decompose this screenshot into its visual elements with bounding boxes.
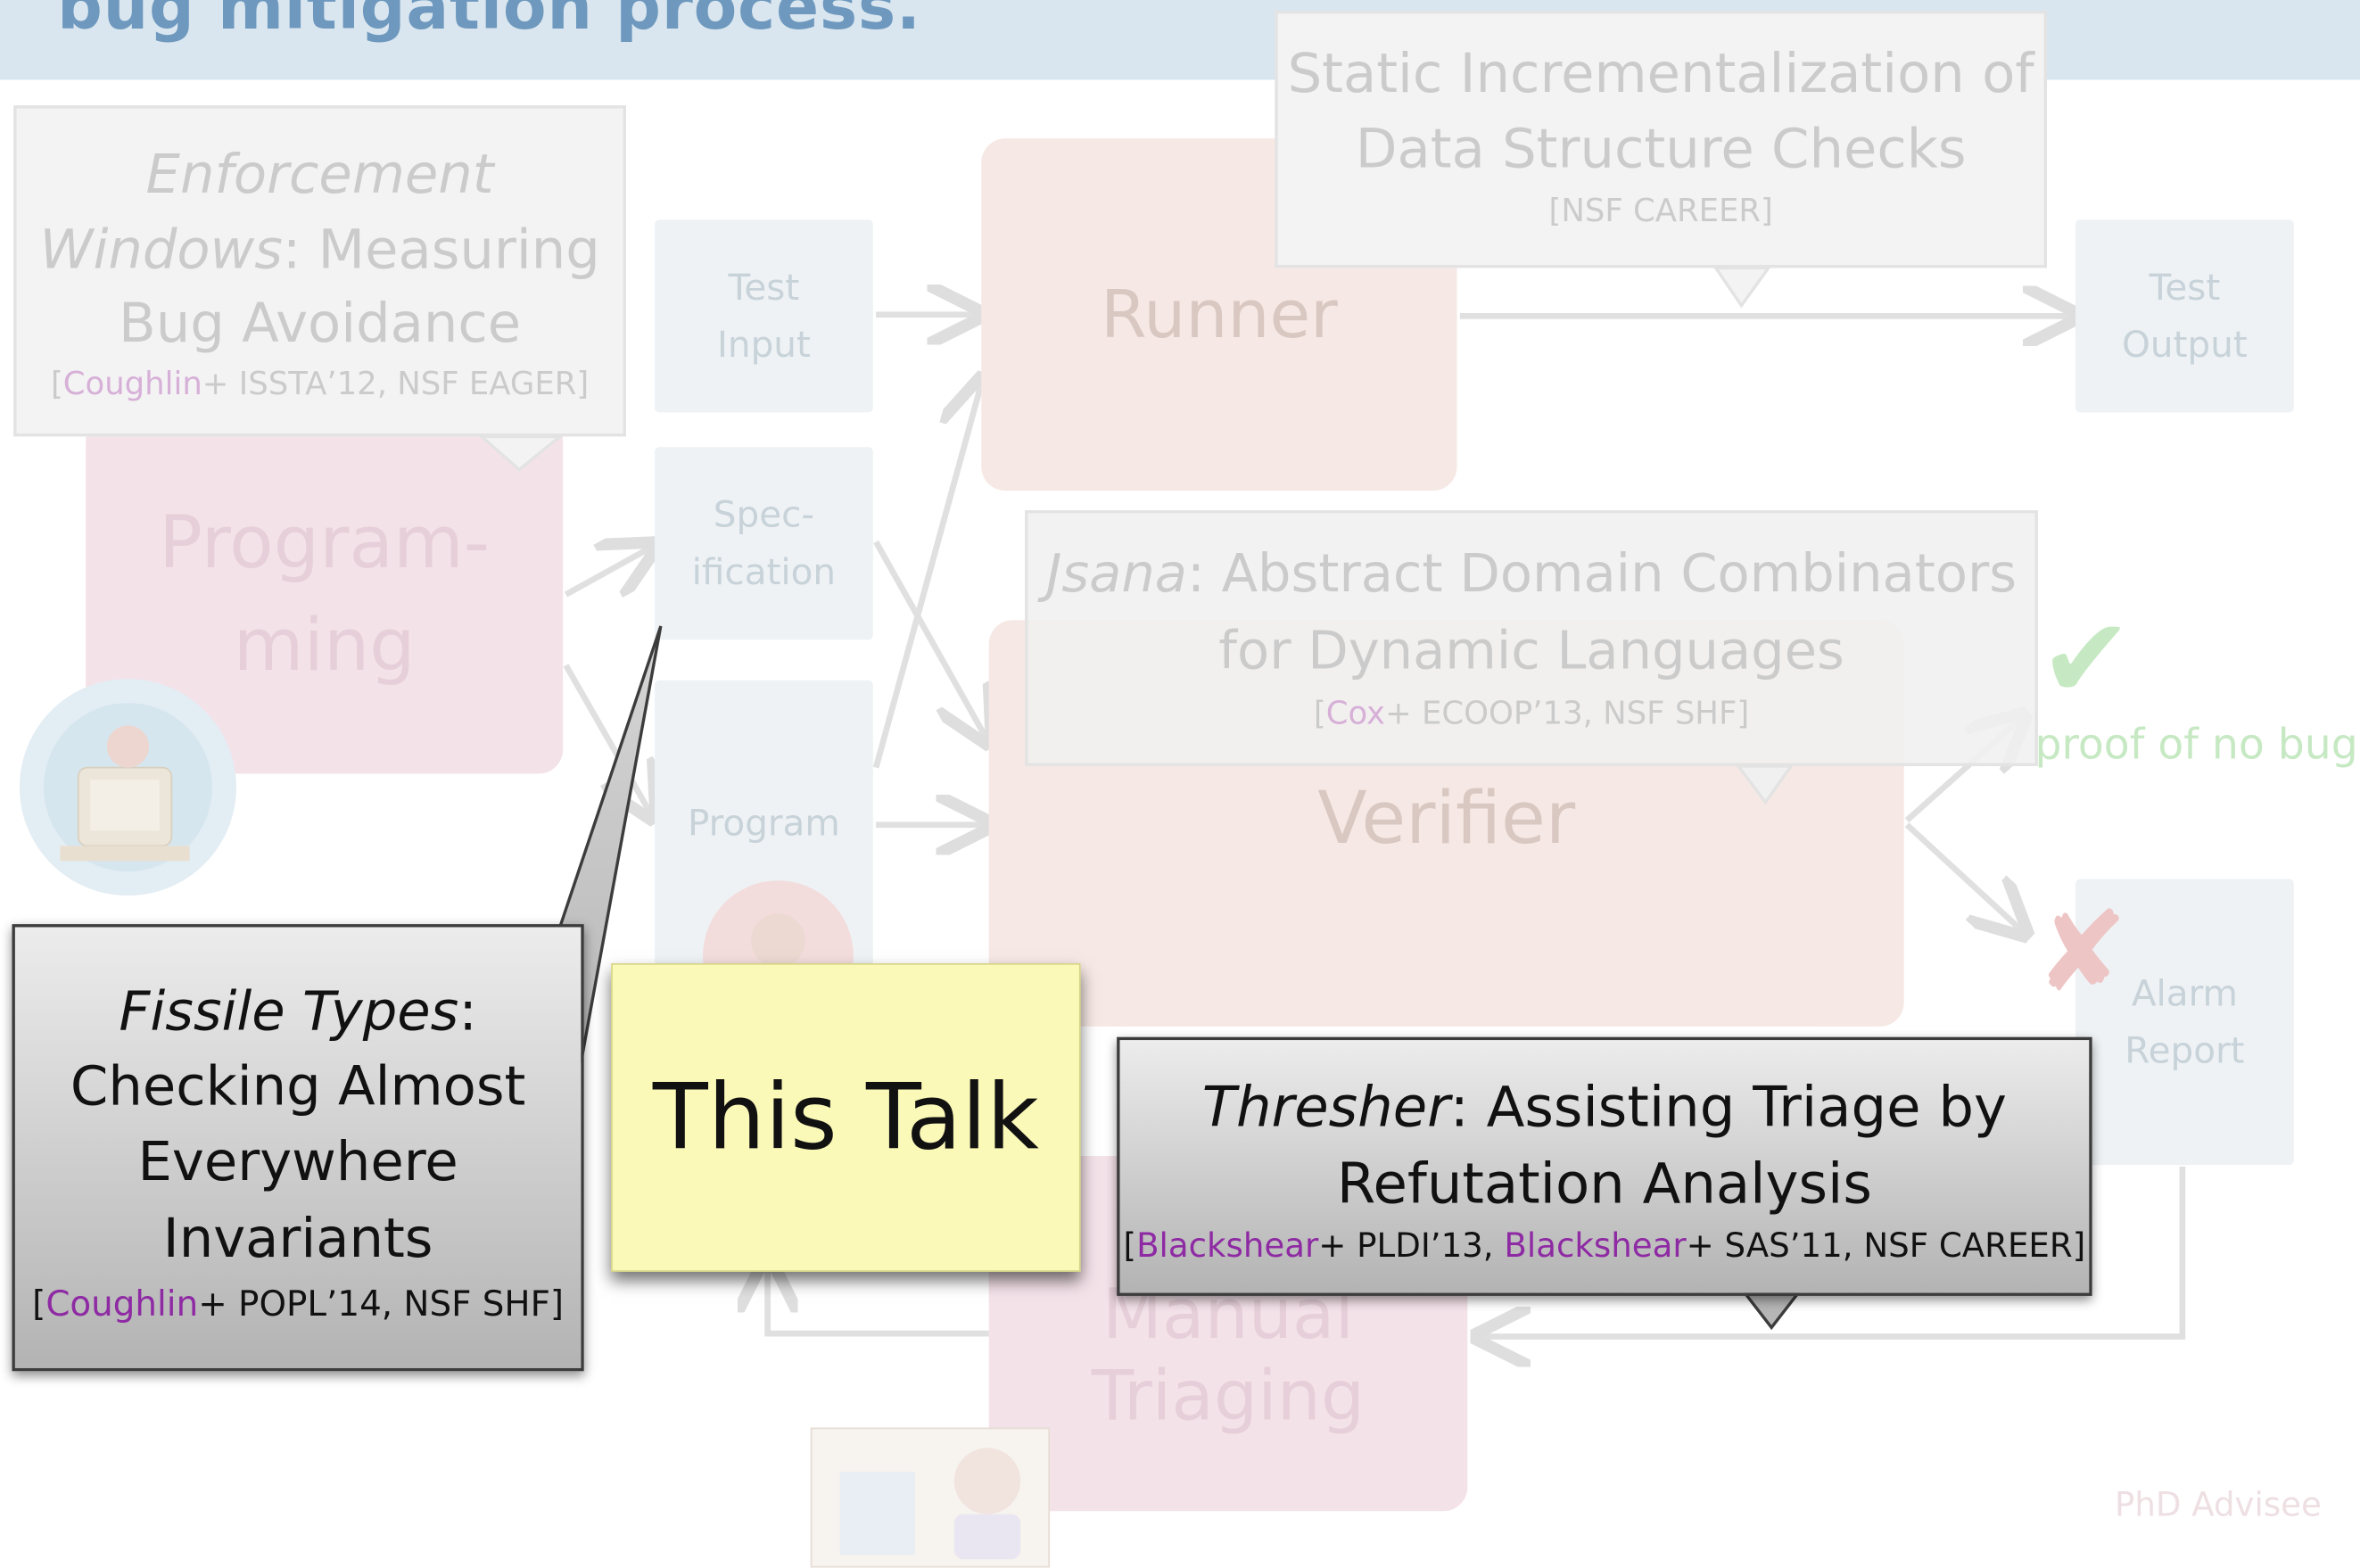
arrow-alarm-triaging — [1482, 1166, 2186, 1337]
cite-author-2: Blackshear — [1504, 1227, 1687, 1266]
static-citation: [NSF CAREER] — [1548, 192, 1773, 229]
thresher-pointer — [1743, 1292, 1801, 1331]
fissile-colon: : — [458, 980, 477, 1043]
cite-venue-2: + SAS’11, NSF CAREER] — [1686, 1227, 2086, 1266]
jsana-name: Jsana — [1045, 544, 1187, 606]
manual-label-line2: Triaging — [1091, 1354, 1366, 1436]
cite-bracket: [ — [50, 366, 63, 402]
cite-author-1: Blackshear — [1136, 1227, 1319, 1266]
thresher-name: Thresher — [1201, 1074, 1450, 1140]
enforcement-measuring-text: : Measuring — [282, 219, 600, 282]
programming-label-line2: ming — [233, 602, 416, 688]
test-input-box: Test Input — [655, 219, 873, 413]
phd-advisee-label: PhD Advisee — [2114, 1487, 2322, 1525]
jsana-callout: Jsana: Abstract Domain Combinators for D… — [1025, 510, 2038, 766]
verifier-label: Verifier — [1317, 776, 1576, 862]
specification-line1: Spec- — [713, 492, 815, 536]
jsana-title-line1: Jsana: Abstract Domain Combinators — [1046, 537, 2017, 614]
cite-author: Coughlin — [62, 366, 202, 402]
cite-venue: + POPL’14, NSF SHF] — [198, 1285, 565, 1325]
test-input-line1: Test — [728, 266, 800, 309]
enforcement-pointer — [477, 434, 565, 472]
fissile-title-line3: Everywhere — [137, 1132, 458, 1194]
check-mark-icon: ✔ — [2039, 594, 2133, 724]
arrow-spec-verifier — [873, 540, 986, 738]
specification-box: Spec- ification — [655, 447, 873, 640]
cite-bracket: [ — [32, 1285, 46, 1325]
jsana-citation: [Cox+ ECOOP’13, NSF SHF] — [1314, 690, 1749, 736]
thresher-title-rest: : Assisting Triage by — [1449, 1074, 2007, 1140]
fissile-citation: [Coughlin+ POPL’14, NSF SHF] — [32, 1281, 564, 1329]
arrow-programming-program — [563, 664, 651, 813]
runner-box: Runner — [981, 138, 1457, 491]
programming-label-line1: Program- — [159, 501, 491, 586]
proof-of-no-bug-label: proof of no bug — [2034, 719, 2358, 770]
static-incrementalization-callout: Static Incrementalization of Data Struct… — [1275, 10, 2047, 268]
cite-author: Coughlin — [45, 1285, 199, 1325]
alarm-report-line1: Alarm — [2131, 971, 2238, 1014]
cite-venue: + ISSTA’12, NSF EAGER] — [202, 366, 590, 402]
jsana-title-rest: : Abstract Domain Combinators — [1186, 544, 2018, 606]
cross-mark-icon: ✘ — [2034, 887, 2129, 1018]
arrow-triaging-programming — [768, 1265, 989, 1337]
cite-author: Cox — [1325, 694, 1386, 731]
analyzer-mascot-icon — [703, 880, 854, 971]
cite-venue-1: + PLDI’13, — [1318, 1227, 1505, 1266]
this-talk-label: This Talk — [652, 1064, 1039, 1171]
test-output-line2: Output — [2122, 323, 2248, 367]
programmer-mascot-icon — [19, 679, 236, 896]
enforcement-title-line1: Enforcement — [145, 144, 494, 207]
fissile-types-callout: Fissile Types: Checking Almost Everywher… — [12, 924, 584, 1372]
thresher-citation: [Blackshear+ PLDI’13, Blackshear+ SAS’11… — [1124, 1225, 2086, 1270]
enforcement-windows-word: Windows — [39, 219, 283, 282]
fissile-title-line2: Checking Almost — [70, 1056, 526, 1118]
jsana-pointer — [1735, 764, 1795, 805]
thresher-title-line1: Thresher: Assisting Triage by — [1202, 1069, 2007, 1145]
enforcement-citation: [Coughlin+ ISSTA’12, NSF EAGER] — [51, 363, 589, 407]
this-talk-note: This Talk — [611, 963, 1081, 1272]
static-title-line1: Static Incrementalization of — [1287, 43, 2034, 106]
fissile-name: Fissile Types — [119, 980, 459, 1043]
cite-bracket: [ — [1313, 694, 1326, 731]
thresher-callout: Thresher: Assisting Triage by Refutation… — [1117, 1036, 2092, 1296]
test-output-box: Test Output — [2075, 219, 2294, 413]
cite-venue: + ECOOP’13, NSF SHF] — [1385, 694, 1750, 731]
arrow-programming-spec — [564, 548, 651, 594]
alarm-report-line2: Report — [2125, 1029, 2245, 1072]
fissile-title-line4: Invariants — [162, 1208, 433, 1270]
triager-mascot-icon — [810, 1427, 1051, 1568]
test-input-line2: Input — [716, 323, 811, 367]
static-pointer — [1712, 266, 1772, 309]
enforcement-title-line3: Bug Avoidance — [119, 293, 522, 356]
test-output-line1: Test — [2149, 266, 2221, 309]
programming-box: Program- ming — [86, 417, 564, 774]
fissile-title-line1: Fissile Types: — [119, 975, 476, 1051]
arrow-program-runner — [872, 384, 981, 769]
runner-label: Runner — [1101, 276, 1338, 353]
specification-line2: ification — [691, 550, 837, 593]
slide-title: bug mitigation process. — [57, 0, 921, 44]
thresher-title-line2: Refutation Analysis — [1336, 1151, 1872, 1217]
alarm-report-box: Alarm Report — [2075, 879, 2294, 1166]
jsana-title-line2: for Dynamic Languages — [1218, 621, 1844, 682]
static-title-line2: Data Structure Checks — [1355, 119, 1967, 182]
enforcement-windows-callout: Enforcement Windows: Measuring Bug Avoid… — [13, 105, 626, 437]
arrow-verifier-alarm — [1904, 822, 2021, 930]
enforcement-title-line2: Windows: Measuring — [39, 213, 599, 288]
program-label: Program — [687, 802, 840, 845]
cite-bracket: [ — [1123, 1227, 1137, 1266]
